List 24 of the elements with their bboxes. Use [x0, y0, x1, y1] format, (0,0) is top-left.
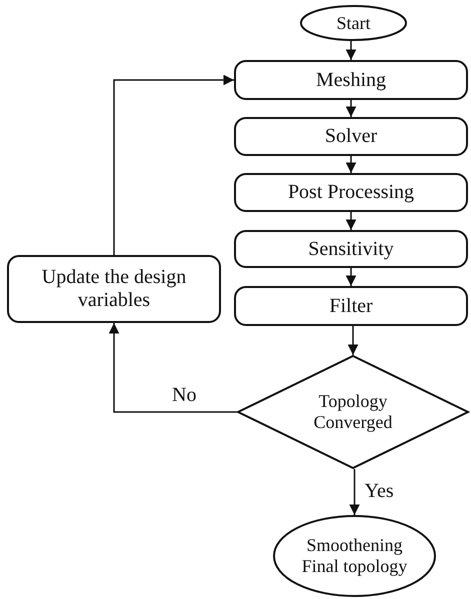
node-label: Post Processing: [288, 181, 414, 204]
process-box: [234, 173, 468, 212]
process-box: [234, 117, 468, 156]
arrow: [346, 41, 356, 60]
node-label: Filter: [329, 294, 373, 318]
node-label: Update the design variables: [40, 266, 188, 312]
arrow: [349, 469, 360, 515]
arrow: [346, 100, 356, 117]
arrow: [113, 74, 234, 255]
node-label: Sensitivity: [308, 238, 394, 260]
process-box: [234, 60, 468, 100]
process-box: [234, 286, 468, 326]
arrow: [346, 212, 356, 230]
arrow: [346, 268, 356, 286]
node-label: Meshing: [316, 68, 386, 92]
arrow: [346, 156, 356, 173]
process-box: [234, 230, 468, 268]
node-label: Topology Converged: [312, 391, 394, 433]
arrow: [108, 323, 237, 413]
node-label: Start: [336, 12, 370, 34]
node-label: Solver: [324, 125, 378, 148]
node-label: Smoothening Final topology: [300, 535, 408, 577]
process-box: [7, 255, 221, 323]
arrow: [348, 326, 358, 355]
